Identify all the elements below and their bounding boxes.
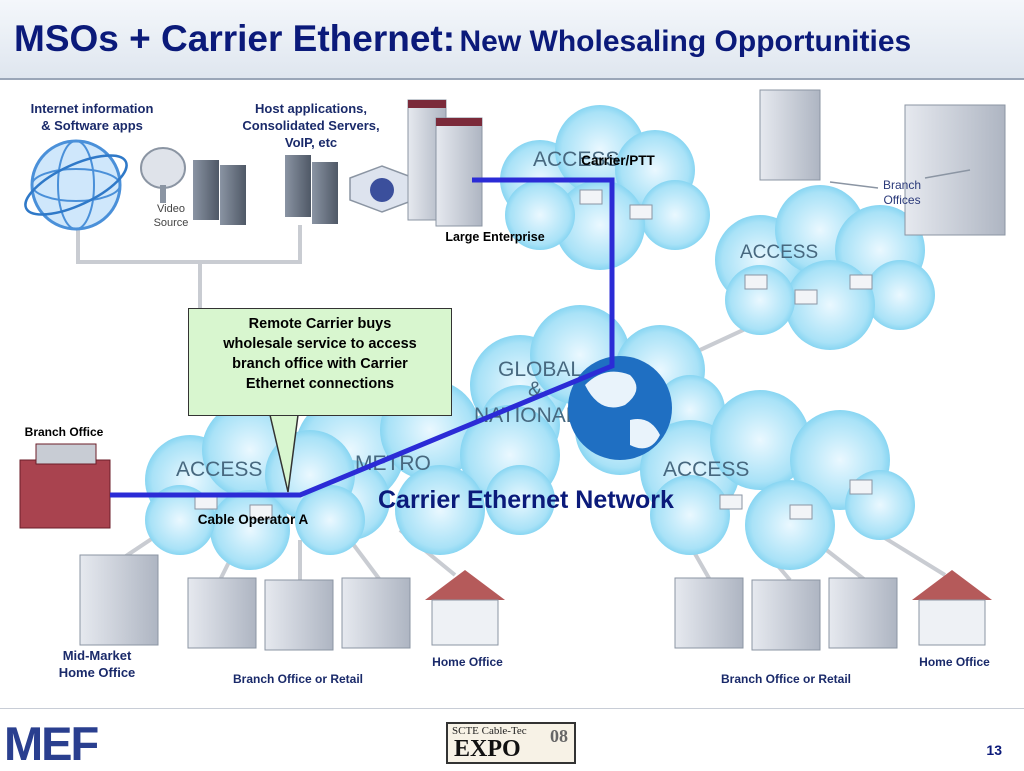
slide-title: MSOs + Carrier Ethernet: New Wholesaling…: [14, 18, 911, 60]
carrier-ptt-label: Carrier/PTT: [581, 153, 655, 168]
access-cloud-mid: [715, 185, 935, 350]
metro-label: METRO: [355, 452, 431, 475]
access-left-label: ACCESS: [176, 458, 262, 481]
retail-line-right-3: [818, 543, 867, 582]
branch-offices-arrows: [829, 169, 971, 189]
access-cloud-top: [500, 105, 710, 270]
home-office-left-icon: [425, 570, 505, 646]
internet-label: Internet information & Software apps: [30, 101, 154, 133]
server-icons: [193, 155, 338, 225]
home-office-right-icon: [912, 570, 992, 646]
title-sub: New Wholesaling Opportunities: [459, 25, 912, 58]
home-line-right: [878, 533, 947, 577]
branch-retail-right-label: Branch Office or Retail: [720, 672, 852, 686]
host-applications-label: Host applications, Consolidated Servers,…: [242, 101, 380, 150]
branch-offices-building-icon: [759, 89, 1006, 236]
callout-line-1: Remote Carrier buys: [248, 316, 392, 332]
home-office-left-label: Home Office: [432, 655, 503, 669]
branch-offices-label: Branch Offices: [882, 178, 922, 207]
title-main: MSOs + Carrier Ethernet:: [14, 18, 456, 59]
page-number: 13: [986, 742, 1002, 758]
mid-market-building-icon: [79, 554, 159, 646]
large-enterprise-building-icon: [407, 99, 483, 227]
expo-logo: SCTE Cable-Tec EXPO 08: [446, 722, 576, 764]
global-label-1: GLOBAL: [498, 358, 582, 381]
carrier-ethernet-network-label: Carrier Ethernet Network: [378, 486, 674, 514]
access-top-label: ACCESS: [533, 148, 619, 171]
retail-line-left-3: [348, 538, 382, 582]
server-bus-line: [76, 225, 302, 264]
satellite-dish-icon: [140, 147, 186, 203]
retail-buildings-left-icon: [187, 577, 411, 651]
callout-line-4: Ethernet connections: [245, 376, 395, 392]
cloud-houses: [194, 189, 873, 520]
carrier-ethernet-path: [110, 177, 615, 498]
access-right-label: ACCESS: [663, 458, 749, 481]
retail-buildings-right-icon: [674, 577, 898, 651]
branch-retail-left-label: Branch Office or Retail: [232, 672, 364, 686]
mid-market-label: Mid-Market Home Office: [58, 648, 136, 680]
callout-text: Remote Carrier buys wholesale service to…: [188, 314, 452, 394]
callout-line-3: branch office with Carrier: [232, 356, 408, 372]
access-mid-label: ACCESS: [740, 242, 818, 263]
callout-line-2: wholesale service to access: [223, 336, 417, 352]
branch-office-label: Branch Office: [24, 425, 104, 439]
router-icon: [349, 165, 415, 213]
title-bar: [0, 0, 1024, 80]
internet-globe-icon: [24, 139, 128, 231]
mef-logo: MEF: [4, 717, 99, 770]
branch-office-building-icon: [19, 443, 111, 529]
cable-operator-label: Cable Operator A: [197, 512, 309, 527]
callout-box: [188, 308, 452, 416]
earth-globe-icon: [568, 356, 672, 460]
large-enterprise-label: Large Enterprise: [445, 230, 545, 244]
video-source-label: Video Source: [153, 203, 189, 229]
home-office-right-label: Home Office: [919, 655, 990, 669]
